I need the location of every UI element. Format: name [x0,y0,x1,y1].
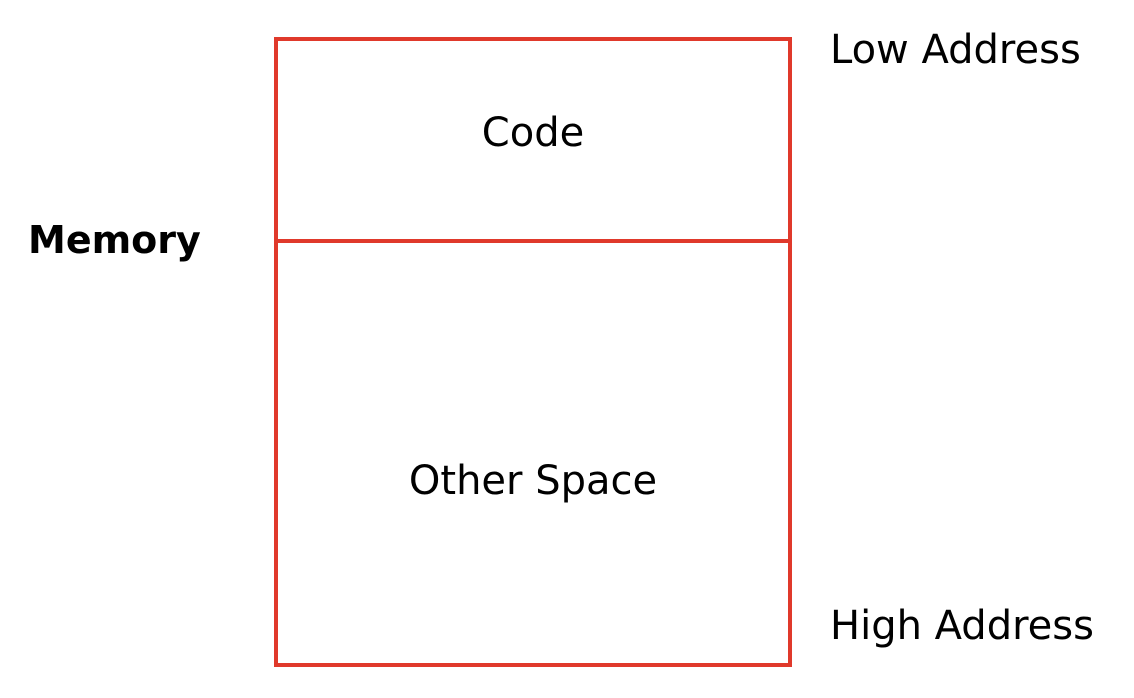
code-region-label: Code [481,110,585,156]
other-space-region-label: Other Space [408,458,658,504]
low-address-label: Low Address [830,27,1081,73]
memory-label: Memory [28,218,201,262]
memory-box: Code Other Space [274,37,792,667]
high-address-label: High Address [830,603,1094,649]
region-divider [278,239,788,243]
